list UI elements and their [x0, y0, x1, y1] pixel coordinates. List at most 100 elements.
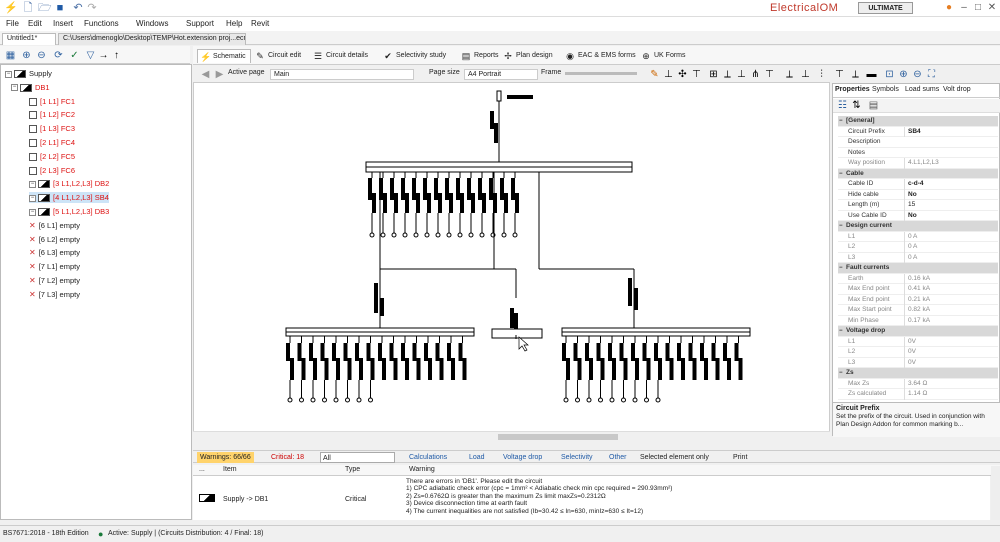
- flash-icon[interactable]: ✓: [70, 50, 79, 61]
- ribbon-tab-4[interactable]: ▤Reports: [459, 49, 499, 63]
- property-value[interactable]: c-d-4: [904, 179, 998, 190]
- property-value[interactable]: No: [904, 189, 998, 200]
- zoom-in-icon[interactable]: ⊕: [22, 50, 31, 61]
- tool-c-icon[interactable]: ⫶: [820, 69, 823, 80]
- arrow-right-icon[interactable]: →: [98, 50, 109, 61]
- open-folder-icon[interactable]: 🗁: [38, 2, 52, 14]
- property-value[interactable]: 0.41 kA: [904, 284, 998, 295]
- save-icon[interactable]: ■: [56, 2, 64, 14]
- property-value[interactable]: 0.21 kA: [904, 294, 998, 305]
- tree-item[interactable]: ✕[6 L1] empty: [29, 220, 80, 231]
- selected-only-toggle[interactable]: Selected element only: [640, 454, 709, 461]
- property-pages-icon[interactable]: ▤: [868, 100, 879, 111]
- menu-revit[interactable]: Revit: [251, 19, 270, 28]
- tree-item[interactable]: ✕[6 L2] empty: [29, 234, 80, 245]
- tree-item[interactable]: [2 L2] FC5: [29, 151, 75, 162]
- error-scrollbar[interactable]: [991, 466, 1000, 520]
- error-item[interactable]: Supply -> DB1: [223, 496, 269, 503]
- info-icon[interactable]: ●: [945, 2, 953, 13]
- tree-item[interactable]: [2 L3] FC6: [29, 165, 75, 176]
- property-value[interactable]: 0.17 kA: [904, 315, 998, 326]
- print-button[interactable]: Print: [733, 454, 748, 461]
- schematic-canvas[interactable]: [193, 82, 830, 439]
- frame-slider[interactable]: [565, 72, 637, 75]
- warnings-count[interactable]: Warnings: 66/66: [197, 452, 254, 463]
- redo-icon[interactable]: ↷: [87, 2, 97, 14]
- tool-b-icon[interactable]: ⊥: [801, 69, 810, 80]
- ribbon-tab-5[interactable]: ✢Plan design: [501, 49, 561, 63]
- menu-insert[interactable]: Insert: [53, 19, 74, 28]
- ribbon-tab-2[interactable]: ☰Circuit details: [311, 49, 379, 63]
- categorized-icon[interactable]: ☷: [838, 100, 847, 111]
- tool-d-icon[interactable]: ⊤: [835, 69, 844, 80]
- minimize-button[interactable]: –: [961, 2, 967, 13]
- tree-item[interactable]: ✕[7 L3] empty: [29, 289, 80, 300]
- ribbon-tab-7[interactable]: ⊕UK Forms: [639, 49, 691, 63]
- expander-icon[interactable]: −: [5, 70, 12, 78]
- collapse-icon[interactable]: −: [839, 118, 843, 124]
- tree-item[interactable]: −Supply: [5, 68, 52, 79]
- collapse-icon[interactable]: −: [839, 170, 843, 177]
- tree-item[interactable]: [1 L3] FC3: [29, 123, 75, 134]
- filter-select[interactable]: All: [320, 452, 395, 463]
- zoom-out2-icon[interactable]: ⊖: [913, 69, 922, 80]
- props-tab-0[interactable]: Properties: [835, 86, 870, 93]
- property-row[interactable]: Notes: [838, 148, 998, 158]
- distribute-icon[interactable]: ⊥: [737, 69, 746, 80]
- expander-icon[interactable]: −: [11, 84, 18, 92]
- horizontal-scrollbar[interactable]: [193, 431, 830, 441]
- expander-icon[interactable]: −: [29, 208, 36, 216]
- tree-item[interactable]: [1 L2] FC2: [29, 109, 75, 120]
- menu-file[interactable]: File: [6, 19, 19, 28]
- ribbon-tab-1[interactable]: ✎Circuit edit: [253, 49, 309, 63]
- active-page-select[interactable]: Main: [270, 69, 414, 80]
- zoom-out-icon[interactable]: ⊖: [37, 50, 46, 61]
- critical-count[interactable]: Critical: 18: [271, 454, 305, 461]
- property-category[interactable]: [General]−: [838, 116, 998, 127]
- breaker-icon[interactable]: ⟂: [724, 69, 731, 80]
- props-tab-1[interactable]: Symbols: [872, 86, 899, 93]
- tree-item[interactable]: [1 L1] FC1: [29, 96, 75, 107]
- expander-icon[interactable]: −: [29, 194, 36, 202]
- align-icon[interactable]: ⋔: [751, 69, 760, 80]
- grid-icon[interactable]: ⊞: [709, 69, 718, 80]
- doc-tab-project[interactable]: C:\Users\dmenoglo\Desktop\TEMP\Hot.exten…: [58, 33, 246, 45]
- voltage-drop-button[interactable]: Voltage drop: [503, 454, 543, 461]
- other-button[interactable]: Other: [609, 454, 627, 461]
- calculations-button[interactable]: Calculations: [409, 454, 448, 461]
- sort-az-icon[interactable]: ⇅: [852, 100, 861, 111]
- property-value[interactable]: 4.L1,L2,L3: [904, 158, 998, 169]
- menu-support[interactable]: Support: [186, 19, 215, 28]
- property-value[interactable]: 0 A: [904, 231, 998, 242]
- zoom-icon[interactable]: ⊕: [899, 69, 908, 80]
- tree-item[interactable]: −[3 L1,L2,L3] DB2: [29, 178, 109, 189]
- menu-windows[interactable]: Windows: [136, 19, 169, 28]
- property-value[interactable]: 3.64 Ω: [904, 378, 998, 389]
- new-file-icon[interactable]: 🗋: [23, 2, 33, 14]
- doc-tab-untitled[interactable]: Untitled1*: [2, 33, 56, 45]
- maximize-button[interactable]: □: [974, 2, 982, 13]
- add-board-icon[interactable]: ▦: [5, 50, 16, 61]
- expander-icon[interactable]: −: [29, 180, 36, 188]
- property-value[interactable]: SB4: [904, 126, 998, 137]
- property-value[interactable]: 0 A: [904, 242, 998, 253]
- close-button[interactable]: ✕: [987, 2, 997, 13]
- property-value[interactable]: 0.82 kA: [904, 305, 998, 316]
- property-value[interactable]: 15: [904, 200, 998, 211]
- junction-icon[interactable]: ⊤: [692, 69, 701, 80]
- property-value[interactable]: 1.14 Ω: [904, 389, 998, 400]
- move-icon[interactable]: ✣: [678, 69, 687, 80]
- fullscreen-icon[interactable]: ⛶: [928, 69, 935, 80]
